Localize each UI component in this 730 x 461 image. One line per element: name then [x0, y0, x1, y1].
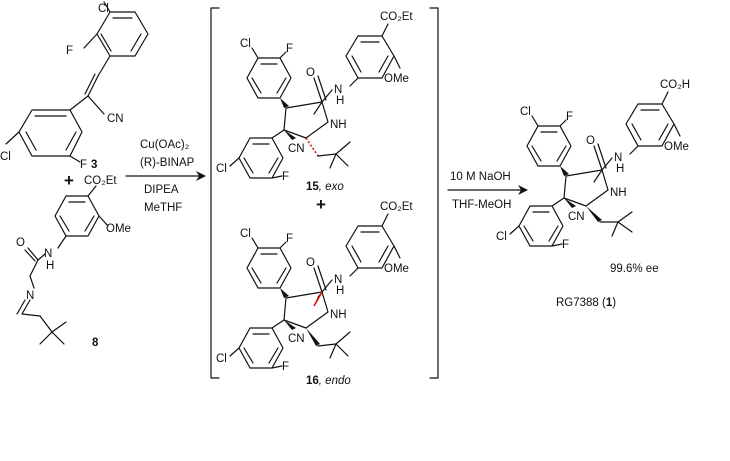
intermediate-15-ome: OMe: [384, 73, 409, 85]
compound-8-structure: [16, 185, 109, 345]
intermediate-15-h: H: [336, 95, 344, 107]
product-n-amide: N: [614, 152, 622, 164]
left-bracket: [210, 7, 220, 379]
intermediate-16-cl2: Cl: [216, 353, 227, 365]
product-co2h: CO₂H: [660, 79, 690, 91]
compound-3-f2: F: [80, 159, 87, 171]
product-o: O: [586, 135, 595, 147]
compound-3-cl-top: Cl: [98, 3, 109, 15]
intermediate-15-co2et: CO₂Et: [380, 11, 413, 23]
intermediate-16-co2et: CO₂Et: [380, 201, 413, 213]
product-name: RG7388 (1): [556, 297, 616, 309]
compound-8-co2et: CO₂Et: [84, 175, 117, 187]
intermediate-16-ome: OMe: [384, 263, 409, 275]
compound-3-f: F: [66, 45, 73, 57]
step-2-arrowhead: [518, 185, 528, 195]
step-1-arrowhead: [196, 171, 206, 181]
intermediate-15-structure: [229, 23, 401, 179]
step-1-reagent-3: DIPEA: [144, 184, 179, 196]
compound-3-structure: [5, 1, 149, 163]
product-ee: 99.6% ee: [610, 263, 659, 275]
intermediate-16-nh-ring: NH: [330, 309, 347, 321]
step-1-reagent-4: MeTHF: [144, 202, 182, 214]
product-h: H: [616, 163, 624, 175]
compound-3-cn: CN: [107, 113, 124, 125]
compound-3-number: 3: [91, 159, 97, 171]
compound-3-cl-left: Cl: [0, 151, 11, 163]
product-cn: CN: [568, 211, 585, 223]
compound-8-ome: OMe: [106, 223, 131, 235]
intermediate-15-cl2: Cl: [216, 163, 227, 175]
compound-8-h: H: [46, 260, 54, 272]
compound-8-n-imine: N: [26, 290, 34, 302]
intermediate-16-f: F: [286, 233, 293, 245]
intermediate-16-cl: Cl: [240, 228, 251, 240]
intermediate-plus: +: [316, 195, 326, 214]
intermediate-16-cn: CN: [288, 333, 305, 345]
intermediate-16-f2: F: [282, 361, 289, 373]
step-2-reagent-2: THF-MeOH: [452, 199, 511, 211]
product-nh-ring: NH: [610, 187, 627, 199]
intermediate-15-n-amide: N: [334, 84, 342, 96]
reactant-plus: +: [64, 171, 74, 190]
intermediate-16-caption: 16, endo: [306, 375, 351, 387]
right-bracket: [429, 7, 439, 379]
product-ome: OMe: [664, 141, 689, 153]
intermediate-16-structure: [229, 213, 401, 369]
intermediate-15-cn: CN: [288, 143, 305, 155]
intermediate-15-f: F: [286, 43, 293, 55]
intermediate-15-o: O: [306, 67, 315, 79]
step-2-reagent-1: 10 M NaOH: [450, 171, 511, 183]
intermediate-15-caption: 15, exo: [306, 181, 344, 193]
intermediate-16-n-amide: N: [334, 274, 342, 286]
intermediate-16-o: O: [306, 257, 315, 269]
step-1-reagent-1: Cu(OAc)₂: [140, 139, 189, 151]
intermediate-15-nh-ring: NH: [330, 119, 347, 131]
intermediate-15-f2: F: [282, 171, 289, 183]
intermediate-15-cl: Cl: [240, 38, 251, 50]
intermediate-16-h: H: [336, 285, 344, 297]
product-cl: Cl: [520, 106, 531, 118]
compound-8-n-amide: N: [44, 248, 52, 260]
compound-8-o: O: [16, 237, 25, 249]
product-f2: F: [562, 239, 569, 251]
product-f: F: [566, 111, 573, 123]
product-structure: [509, 91, 681, 247]
step-1-reagent-2: (R)-BINAP: [140, 157, 195, 169]
product-cl2: Cl: [496, 231, 507, 243]
compound-8-number: 8: [92, 337, 99, 349]
